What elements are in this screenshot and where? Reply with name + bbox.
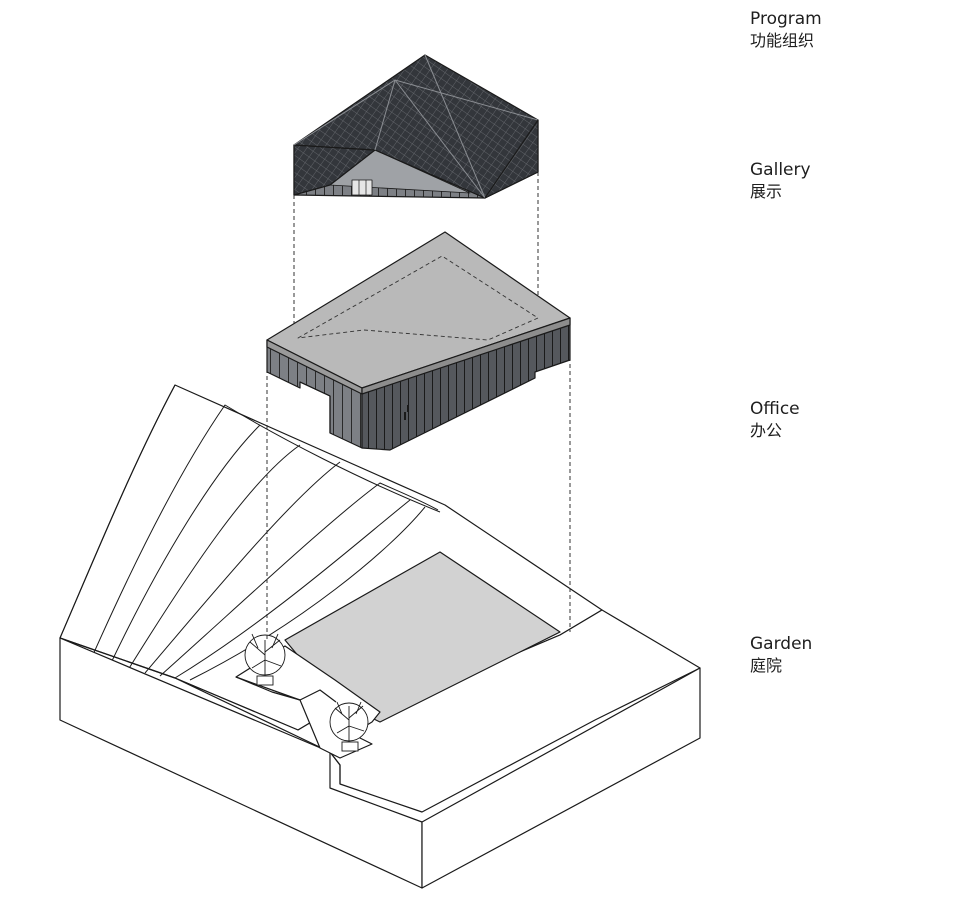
label-office-en: Office [750,399,800,419]
label-garden-en: Garden [750,634,813,654]
label-gallery-en: Gallery [750,160,811,180]
human-figures [404,405,409,420]
label-gallery-zh: 展示 [750,182,783,201]
projection-lines [266,172,571,640]
label-gallery: Gallery 展示 [750,159,811,203]
garden-site [59,384,701,889]
label-office-zh: 办公 [750,421,783,440]
label-program-zh: 功能组织 [750,31,815,50]
label-garden-zh: 庭院 [750,656,783,675]
terrace-lines [59,384,441,681]
label-office: Office 办公 [750,398,800,442]
label-garden: Garden 庭院 [750,633,812,677]
gallery-volume [293,54,539,199]
office-volume [266,231,571,451]
gallery-door [351,179,373,196]
tree-1 [244,633,286,686]
tree-2 [329,701,369,752]
label-program-en: Program [750,9,822,29]
label-program: Program 功能组织 [750,8,822,52]
platform-right [421,667,701,889]
